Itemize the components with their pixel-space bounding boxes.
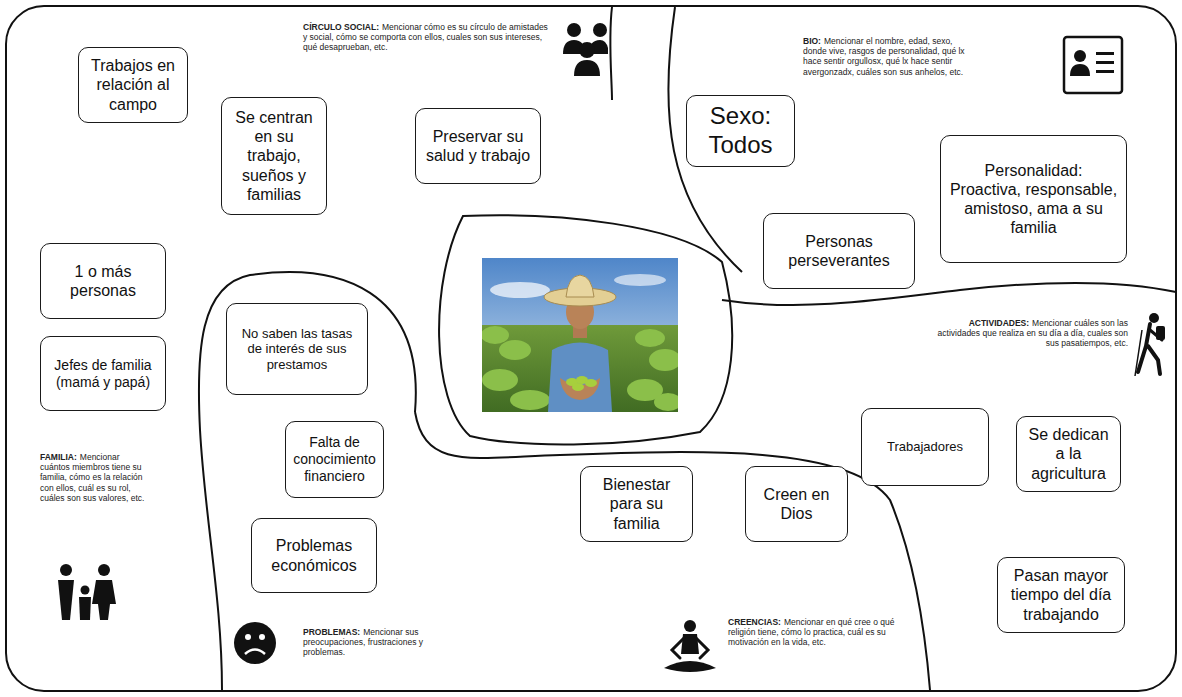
photo-plants [482,326,678,411]
trait-box: Trabajadores [861,408,989,486]
trait-text: 1 o más personas [47,262,159,300]
trait-text: Bienestar para su familia [587,475,686,533]
trait-box: Se dedican a la agricultura [1016,416,1121,492]
trait-text: Pasan mayor tiempo del día trabajando [1004,566,1118,624]
trait-text: No saben las tasas de interés de sus pre… [233,326,361,373]
section-instructions: Mencionar el nombre, edad, sexo, donde v… [803,36,965,77]
farmer-shirt [548,343,612,413]
section-title: CREENCIAS: [728,617,781,627]
trait-box: Sexo: Todos [686,95,795,167]
farmer-hat-crown [566,275,594,297]
family-icon [58,564,116,620]
section-heading: CÍRCULO SOCIAL:Mencionar cómo es su círc… [303,22,548,53]
section-title: BIO: [803,36,821,46]
section-heading: PROBLEMAS:Mencionar sus preocupaciones, … [303,627,443,658]
trait-text: Trabajadores [887,439,963,455]
trait-text: Falta de conocimiento financiero [292,434,377,484]
region-lines [199,7,1176,690]
problems-icon [234,622,276,664]
section-instructions: Mencionar cuáles son las actividades que… [938,318,1128,348]
trait-box: Bienestar para su familia [580,466,693,542]
beliefs-boundary [415,412,930,690]
trait-text: Preservar su salud y trabajo [422,127,534,165]
trait-text: Problemas económicos [258,536,370,574]
section-title: ACTIVIDADES: [969,318,1029,328]
farmer-beans [566,376,597,391]
section-heading: ACTIVIDADES:Mencionar cuáles son las act… [930,318,1128,349]
section-heading: FAMILIA:Mencionar cuántos miembros tiene… [40,452,148,503]
photo-farmer [544,275,616,412]
trait-text: Jefes de familia (mamá y papá) [47,357,159,391]
trait-box: Personalidad: Proactiva, responsable, am… [940,135,1127,263]
outer-frame [6,6,1176,691]
trait-box: Creen en Dios [745,466,848,542]
farmer-photo [482,258,678,412]
trait-box: No saben las tasas de interés de sus pre… [226,303,368,395]
section-title: CÍRCULO SOCIAL: [303,22,379,32]
photo-field [482,325,678,412]
center-outline [439,215,732,444]
photo-cloud [614,274,666,286]
trait-box: 1 o más personas [40,243,166,319]
trait-text: Creen en Dios [752,485,841,523]
trait-box: Jefes de familia (mamá y papá) [40,336,166,411]
trait-text: Sexo: Todos [693,102,788,160]
section-title: PROBLEMAS: [303,627,360,637]
photo-cloud [490,282,550,298]
section-heading: CREENCIAS:Mencionar en qué cree o qué re… [728,617,910,648]
trait-text: Trabajos en relación al campo [85,56,181,114]
social-boundary [610,7,612,100]
activities-icon [1135,313,1165,376]
trait-box: Trabajos en relación al campo [78,47,188,123]
trait-box: Preservar su salud y trabajo [415,108,541,184]
trait-box: Personas perseverantes [763,213,915,289]
section-heading: BIO:Mencionar el nombre, edad, sexo, don… [803,36,968,77]
trait-text: Se dedican a la agricultura [1023,425,1114,483]
trait-text: Personalidad: Proactiva, responsable, am… [947,161,1120,238]
beliefs-icon [664,620,716,672]
trait-box: Pasan mayor tiempo del día trabajando [997,557,1125,633]
trait-text: Personas perseverantes [770,232,908,270]
trait-box: Problemas económicos [251,518,377,593]
section-title: FAMILIA: [40,452,77,462]
trait-text: Se centran en su trabajo, sueños y famil… [228,108,320,204]
bio-icon [1064,37,1122,93]
social-icon [563,23,608,76]
trait-box: Falta de conocimiento financiero [285,421,384,498]
trait-box: Se centran en su trabajo, sueños y famil… [221,97,327,215]
